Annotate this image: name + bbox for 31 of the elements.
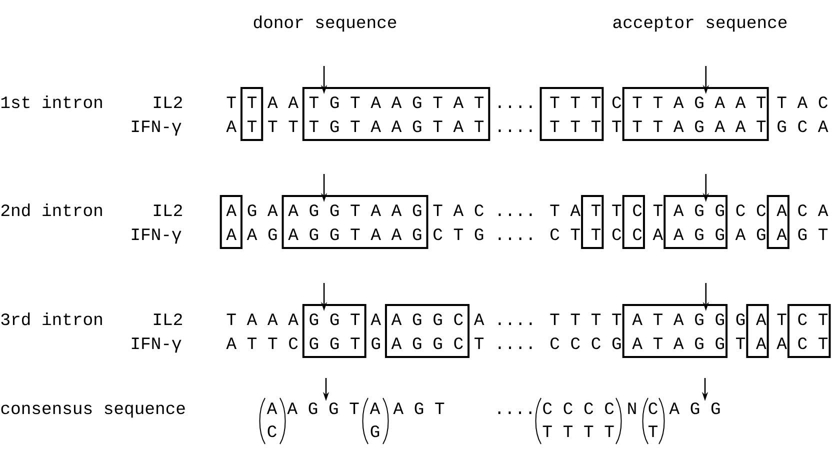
sequence-letters: A G G T [287,402,359,414]
gene-label: IL2 [154,96,182,108]
sequence-letters: C C C C [543,402,614,414]
sequence-letters: T [648,426,658,437]
gene-label: IFN-γ [132,228,182,244]
sequence-letters: T T T T [542,426,614,437]
heading: acceptor sequence [613,16,787,32]
sequence-row: T A A A G G T A A G G C A .... T T T T A T A G G G A T C T [226,314,828,326]
gene-label: IFN-γ [132,338,182,353]
sequence-letters: A G G [669,402,720,414]
heading: donor sequence [254,16,396,32]
row-label: 1st intron [1,96,102,108]
sequence-row: A T T T T G T A A G T A T .... T T T T T T A G A A T G C A [226,120,828,132]
gene-label: IL2 [154,314,182,325]
sequence-letters: A G T [393,402,444,414]
sequence-letters: C [268,426,276,438]
sequence-letters: C [648,402,658,414]
sequence-letters: A [266,402,278,414]
row-label: consensus sequence [1,404,185,418]
gene-label: IFN-γ [132,120,182,136]
sequence-letters: G [370,426,380,438]
sequence-letters: N [628,402,636,414]
sequence-row: T T A A T G T A A G T A T .... T T T C T T A G A A T T A C [226,96,828,108]
row-label: 2nd intron [1,204,102,216]
sequence-letters: A [370,402,380,414]
row-label: 3rd intron [1,312,102,326]
sequence-row: A A G A G G T A A G C T G .... C T T C C A A G G A G A G T [226,228,828,240]
gene-label: IL2 [154,204,182,216]
sequence-row: A T T C G G T G A G G C T .... C C C G A T A G G T A A C T [226,338,828,350]
sequence-row: A G A A G G T A A G T A C .... T A T T C T A G G C C A C A [226,204,828,216]
sequence-letters: .... [498,412,532,414]
